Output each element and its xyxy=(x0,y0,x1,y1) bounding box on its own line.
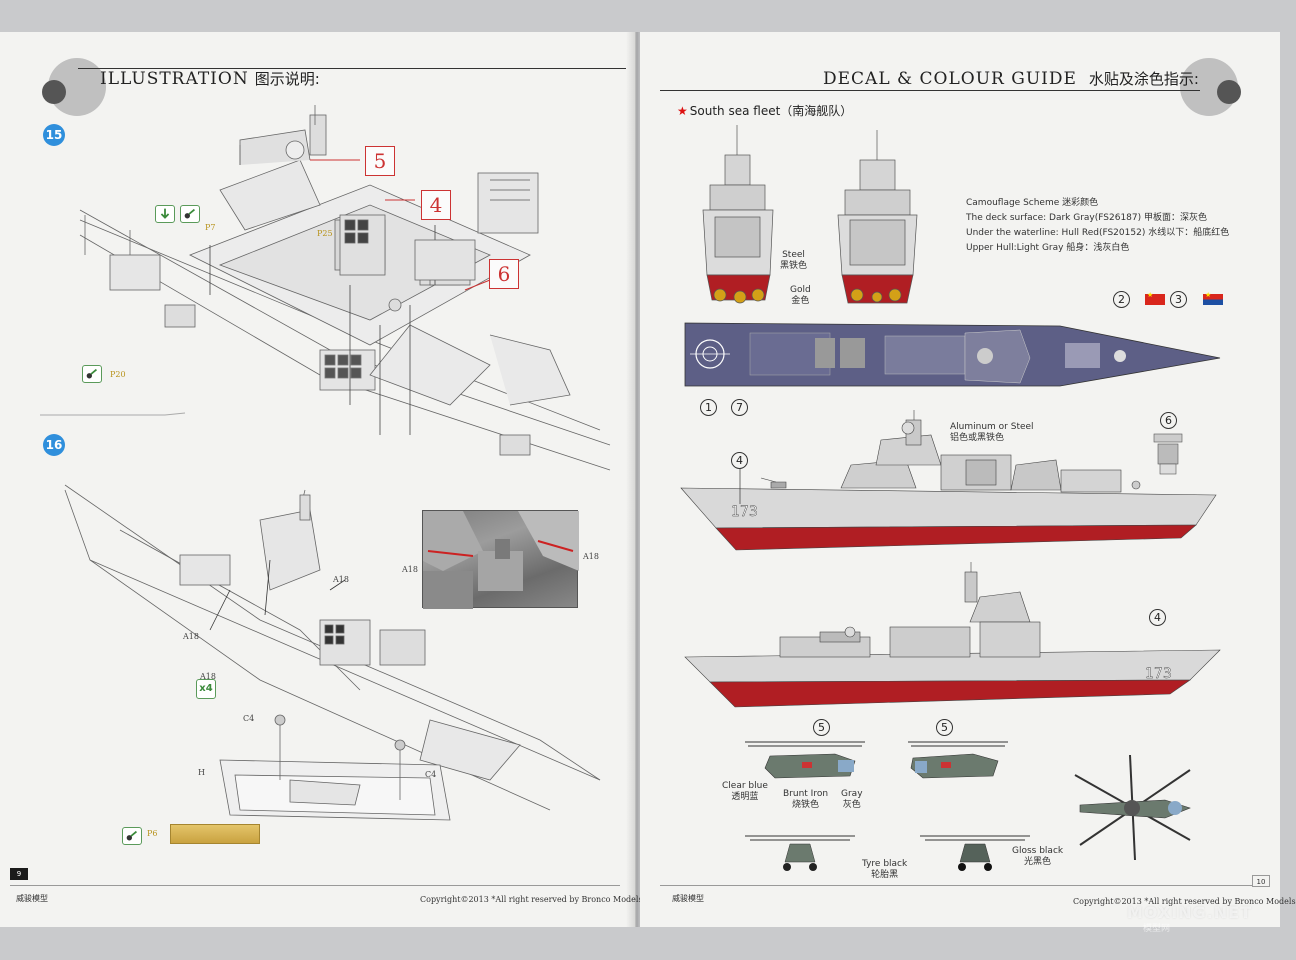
decal-number-6: 6 xyxy=(1160,412,1177,429)
part-label-a18: A18 xyxy=(333,575,349,584)
page-number-left: 9 xyxy=(10,868,28,880)
part-label-c4: C4 xyxy=(425,770,437,779)
label-tyre-black: Tyre black 轮胎黑 xyxy=(862,859,908,880)
header-rule-left xyxy=(78,68,626,69)
hull-number-stern: 173 xyxy=(1145,666,1172,682)
part-label-a18: A18 xyxy=(583,552,599,561)
label-gray: Gray 灰色 xyxy=(841,789,863,810)
flag-decal-2 xyxy=(1145,291,1165,305)
decal-number-5: 5 xyxy=(813,719,830,736)
flag-decal-3 xyxy=(1203,291,1223,305)
footer-copyright-right: Copyright©2013 *All right reserved by Br… xyxy=(1073,897,1296,906)
part-label-p25: P25 xyxy=(317,229,333,238)
mast-detail-drawing xyxy=(1153,433,1183,475)
callout-4: 4 xyxy=(421,190,451,220)
decal-number-4: 4 xyxy=(1149,609,1166,626)
bend-icon xyxy=(180,205,200,223)
decal-number-4: 4 xyxy=(731,452,748,469)
scheme-line-3: Under the waterline: Hull Red(FS20152) 水… xyxy=(966,228,1230,238)
step-badge-16: 16 xyxy=(43,434,65,456)
footer-brand-left: 威骏模型 xyxy=(16,894,48,903)
part-label-a18: A18 xyxy=(200,672,216,681)
header-rule-right xyxy=(660,90,1200,91)
watermark-sub: 模型网 xyxy=(1142,924,1170,934)
label-brunt-iron: Brunt Iron 烧铁色 xyxy=(783,789,829,810)
bend-icon xyxy=(122,827,142,845)
title-cn: 图示说明: xyxy=(254,70,320,88)
part-label-p6: P6 xyxy=(147,829,158,838)
label-clear-blue: Clear blue 透明蓝 xyxy=(722,781,768,802)
helicopter-side-2 xyxy=(908,741,1008,779)
label-aluminum: Aluminum or Steel 铝色或黑铁色 xyxy=(950,422,1034,443)
step-15-ship-drawing xyxy=(79,105,611,471)
hull-number-bow: 173 xyxy=(731,504,758,520)
label-gloss-black: Gloss black 光黑色 xyxy=(1012,846,1064,867)
step-16-ship-drawing xyxy=(64,484,601,821)
helicopter-side-1 xyxy=(745,741,865,779)
decal-number-1: 1 xyxy=(700,399,717,416)
footer-copyright-left: Copyright©2013 *All right reserved by Br… xyxy=(420,895,643,904)
decal-number-7: 7 xyxy=(731,399,748,416)
page-title-right: DECAL & COLOUR GUIDE 水贴及涂色指示: xyxy=(823,68,1199,89)
end-views-drawing xyxy=(702,125,918,304)
helicopter-front-2 xyxy=(920,835,1030,871)
watermark: MOXING.NET xyxy=(1126,903,1252,922)
title-en: ILLUSTRATION xyxy=(100,69,249,89)
title-en: DECAL & COLOUR GUIDE xyxy=(823,69,1077,89)
title-cn: 水贴及涂色指示: xyxy=(1088,70,1199,88)
scheme-line-4: Upper Hull:Light Gray 船身：浅灰白色 xyxy=(966,243,1130,253)
leader-line xyxy=(739,468,741,504)
star-icon: ★ xyxy=(677,104,688,118)
footer-rule-left xyxy=(10,885,620,886)
decal-number-5: 5 xyxy=(936,719,953,736)
part-label-a18: A18 xyxy=(183,632,199,641)
footer-brand-right: 威骏模型 xyxy=(672,894,704,903)
label-steel: Steel 黑铁色 xyxy=(780,250,808,271)
decal-number-2: 2 xyxy=(1113,291,1130,308)
fleet-label: ★South sea fleet（南海舰队） xyxy=(677,102,852,119)
scheme-line-2: The deck surface: Dark Gray(FS26187) 甲板面… xyxy=(966,213,1208,223)
deck-plan-view xyxy=(684,322,1221,387)
part-label-c4: C4 xyxy=(243,714,255,723)
callout-5: 5 xyxy=(365,146,395,176)
part-label-a18: A18 xyxy=(402,565,418,574)
starboard-profile: 173 xyxy=(680,410,1217,551)
decal-number-3: 3 xyxy=(1170,291,1187,308)
helicopter-front-1 xyxy=(745,835,855,871)
step-divider xyxy=(40,412,186,416)
glue-icon xyxy=(155,205,175,223)
quantity-badge: x4 xyxy=(196,679,216,699)
header-dot-right xyxy=(1217,80,1241,104)
callout-6: 6 xyxy=(489,259,519,289)
helicopter-top-view xyxy=(1074,754,1191,861)
photo-etch-fret xyxy=(170,824,260,844)
bend-icon xyxy=(82,365,102,383)
step-badge-15: 15 xyxy=(43,124,65,146)
scheme-line-1: Camouflage Scheme 迷彩颜色 xyxy=(966,198,1099,208)
part-label-p20: P20 xyxy=(110,370,126,379)
part-label-p7: P7 xyxy=(205,223,216,232)
footer-rule-right xyxy=(660,885,1270,886)
fleet-name: South sea fleet（南海舰队） xyxy=(689,104,853,118)
label-gold: Gold 金色 xyxy=(790,285,811,306)
page-title-left: ILLUSTRATION 图示说明: xyxy=(100,68,320,89)
part-label-h: H xyxy=(198,768,205,777)
page-number-right: 10 xyxy=(1252,875,1270,887)
header-dot-left xyxy=(42,80,66,104)
detail-photo-inset xyxy=(422,510,579,609)
port-profile: 173 xyxy=(684,562,1221,708)
